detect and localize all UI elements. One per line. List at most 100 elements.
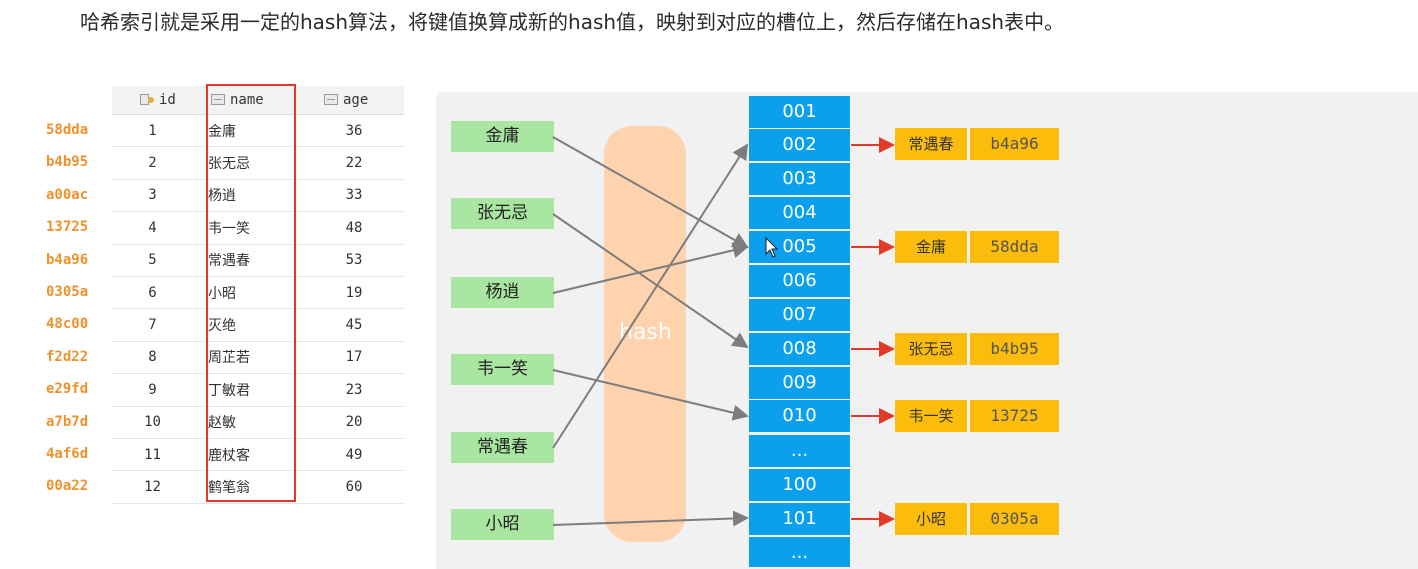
hash-value: e29fd [46,381,89,398]
key-box: 小昭 [451,509,554,540]
hash-slot: 010 [749,400,850,432]
hash-slot: 002 [749,129,850,161]
hash-value: b4a96 [46,251,89,268]
cell-id: 8 [112,341,205,375]
hash-slot: 007 [749,299,850,331]
cell-age: 17 [304,341,404,375]
entry-name: 常遇春 [895,128,967,160]
column-icon [211,94,225,105]
cell-id: 5 [112,244,205,277]
hash-value: f2d22 [46,348,89,365]
cell-id: 9 [112,373,205,407]
hash-slot: 009 [749,367,850,399]
cell-age: 19 [304,276,404,310]
cell-id: 2 [112,146,205,180]
hash-value: b4b95 [46,154,89,171]
cell-name: 金庸 [205,114,304,148]
cell-name: 鹿杖客 [205,438,304,472]
cell-name: 小昭 [205,276,304,310]
hash-function-label: hash [619,320,672,345]
hash-slot: 008 [749,333,850,365]
hash-value: a7b7d [46,413,89,430]
hash-slot: ... [749,537,850,567]
cell-name: 常遇春 [205,244,304,277]
cell-id: 1 [112,114,205,148]
hash-diagram-panel [436,92,1418,569]
column-header-age[interactable]: age [304,86,404,115]
cell-name: 赵敏 [205,406,304,439]
entry-hash: 0305a [970,503,1059,535]
cell-name: 丁敏君 [205,373,304,407]
hash-value: 4af6d [46,445,89,462]
cell-id: 10 [112,406,205,439]
entry-name: 小昭 [895,503,967,535]
cell-age: 60 [304,470,404,504]
hash-value: 48c00 [46,316,89,333]
hash-value: 13725 [46,219,89,236]
hash-value: a00ac [46,186,89,203]
entry-hash: b4a96 [970,128,1059,160]
hash-value: 00a22 [46,478,89,495]
hash-value: 0305a [46,283,89,300]
cell-age: 33 [304,179,404,213]
cell-age: 49 [304,438,404,472]
cell-age: 48 [304,211,404,245]
cell-age: 45 [304,308,404,342]
column-header-id[interactable]: id [112,86,205,115]
hash-slot: 005 [749,231,850,263]
primary-key-icon [140,94,154,105]
key-box: 常遇春 [451,432,554,463]
name-column-highlight [206,84,296,502]
entry-name: 韦一笑 [895,400,967,432]
cell-id: 12 [112,470,205,504]
key-box: 金庸 [451,121,554,152]
hash-slot: 100 [749,469,850,501]
hash-slot: 006 [749,265,850,297]
entry-name: 金庸 [895,231,967,263]
hash-slot: 101 [749,503,850,535]
entry-hash: 58dda [970,231,1059,263]
cell-id: 3 [112,179,205,213]
cell-name: 张无忌 [205,146,304,180]
key-box: 杨逍 [451,277,554,308]
cell-name: 韦一笑 [205,211,304,245]
cell-name: 灭绝 [205,308,304,342]
cell-id: 7 [112,308,205,342]
cell-age: 22 [304,146,404,180]
cell-name: 鹤笔翁 [205,470,304,504]
entry-hash: b4b95 [970,333,1059,365]
hash-slot: 003 [749,163,850,195]
column-header-name[interactable]: name [205,86,304,115]
column-icon [324,94,338,105]
entry-name: 张无忌 [895,333,967,365]
cell-age: 20 [304,406,404,439]
cell-age: 23 [304,373,404,407]
cell-age: 53 [304,244,404,277]
key-box: 韦一笑 [451,354,554,385]
key-box: 张无忌 [451,198,554,229]
hash-value-column: 58dda b4b95 a00ac 13725 b4a96 0305a 48c0… [46,114,110,503]
cell-age: 36 [304,114,404,148]
entry-hash: 13725 [970,400,1059,432]
cell-name: 周芷若 [205,341,304,375]
cell-id: 11 [112,438,205,472]
cell-id: 4 [112,211,205,245]
cell-id: 6 [112,276,205,310]
cell-name: 杨逍 [205,179,304,213]
caption-text: 哈希索引就是采用一定的hash算法，将键值换算成新的hash值，映射到对应的槽位… [80,10,1065,34]
hash-slot: ... [749,435,850,467]
hash-slot: 004 [749,197,850,229]
